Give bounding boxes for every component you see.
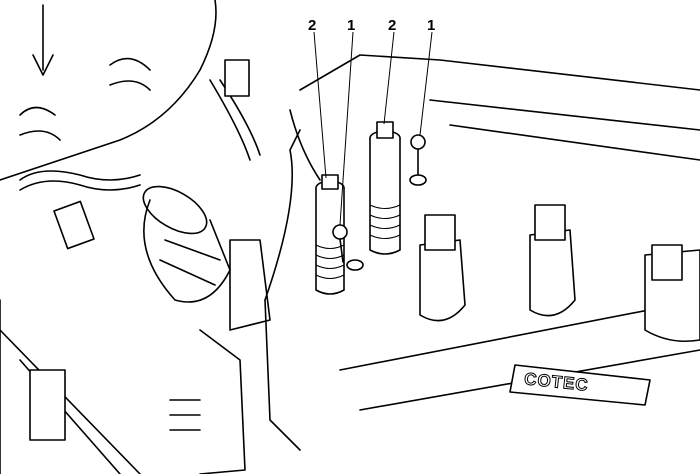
ecotec-logo: COTEC <box>509 364 651 406</box>
intake-duct <box>142 185 231 303</box>
callout-1-left: 1 <box>347 17 355 34</box>
callout-2-left: 2 <box>308 17 316 34</box>
air-cleaner-housing <box>0 0 217 474</box>
callout-1-right: 1 <box>427 17 435 34</box>
cam-cover <box>169 54 700 474</box>
solenoid-right <box>369 121 401 255</box>
ignition-coils <box>419 204 700 343</box>
direction-arrow-icon <box>32 4 54 76</box>
callout-2-right: 2 <box>388 17 396 34</box>
bolt-right <box>409 134 427 186</box>
wiring-harness <box>19 59 321 250</box>
bolt-left <box>332 224 364 271</box>
solenoid-left <box>315 174 345 295</box>
leader-lines <box>313 31 433 226</box>
